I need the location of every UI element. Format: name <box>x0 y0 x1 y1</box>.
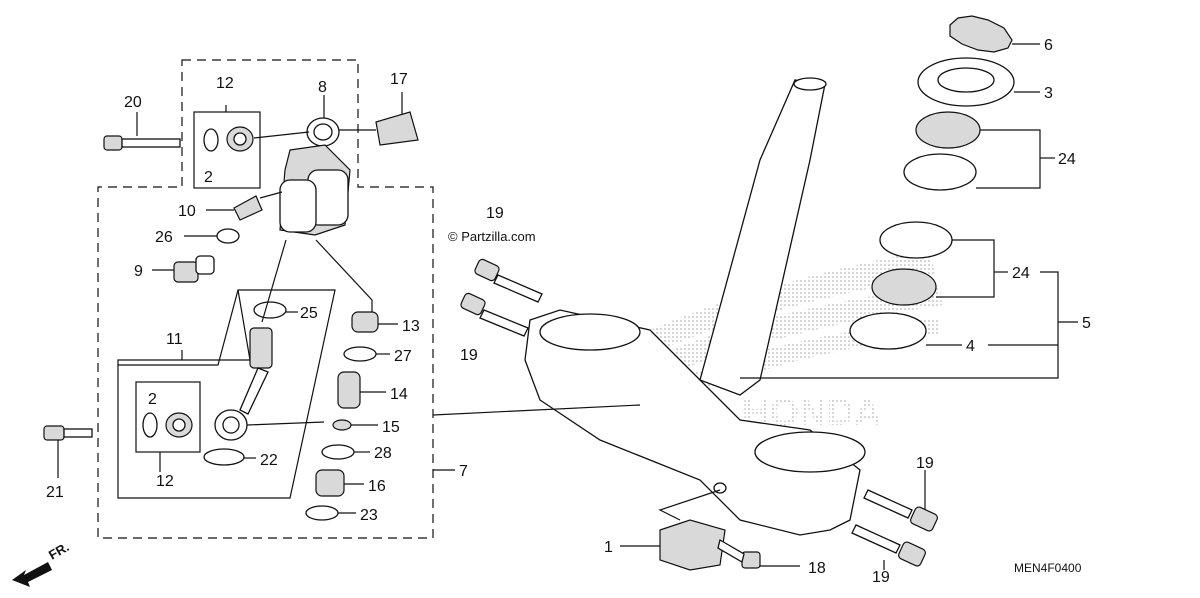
part-28-o-ring <box>321 444 355 460</box>
label-20: 20 <box>124 94 142 111</box>
label-7: 7 <box>459 463 468 480</box>
part-24-lower-bearing-race <box>871 268 937 306</box>
group-7-boundary <box>97 59 434 539</box>
label-5: 5 <box>1082 315 1091 332</box>
label-8: 8 <box>318 79 327 96</box>
label-26: 26 <box>155 229 173 246</box>
part-22-washer <box>203 448 245 466</box>
part-24-upper-bearing-cup <box>903 153 977 191</box>
part-2-circlip-lower <box>142 412 158 438</box>
steering-stem-assembly <box>524 77 866 536</box>
label-17: 17 <box>390 71 408 88</box>
group-12-top-box <box>193 111 261 189</box>
label-2-lower: 2 <box>148 391 157 408</box>
part-27-o-ring <box>343 346 377 362</box>
partzilla-watermark: © Partzilla.com <box>448 229 536 244</box>
part-24-lower-bearing-cup <box>879 221 953 259</box>
part-10-fitting <box>233 195 263 221</box>
part-20-bolt <box>103 135 181 151</box>
label-28: 28 <box>374 445 392 462</box>
part-19-bolt-a <box>474 258 543 303</box>
label-10: 10 <box>178 203 196 220</box>
part-11-damper-rod <box>214 327 273 441</box>
part-19-bolt-b <box>460 292 529 337</box>
label-14: 14 <box>390 386 408 403</box>
label-19-mid: 19 <box>460 347 478 364</box>
group-11-top-line <box>117 289 251 365</box>
label-12-lower: 12 <box>156 473 174 490</box>
part-15-washer <box>332 419 352 431</box>
label-23: 23 <box>360 507 378 524</box>
part-23-o-ring <box>305 505 339 521</box>
label-25: 25 <box>300 305 318 322</box>
part-14-spring <box>337 371 361 409</box>
label-9: 9 <box>134 263 143 280</box>
part-21-bolt <box>43 425 93 441</box>
diagram-code: MEN4F0400 <box>1014 561 1082 575</box>
part-6-lock-nut <box>949 15 1013 53</box>
part-1-clamp <box>659 519 726 571</box>
part-16-plug <box>315 469 345 497</box>
part-26-o-ring <box>216 228 240 244</box>
label-18: 18 <box>808 560 826 577</box>
label-2-upper: 2 <box>204 169 213 186</box>
label-21: 21 <box>46 484 64 501</box>
group-11-boundary <box>117 289 336 499</box>
front-arrow-label: FR. <box>46 539 72 562</box>
part-12-bearing-lower-bore <box>172 418 186 432</box>
label-6: 6 <box>1044 37 1053 54</box>
label-24-upper: 24 <box>1058 151 1076 168</box>
label-15: 15 <box>382 419 400 436</box>
part-24-upper-bearing-race <box>915 111 981 149</box>
label-24-lower: 24 <box>1012 265 1030 282</box>
part-8-damper-housing <box>279 117 351 236</box>
leader-lines <box>57 43 1078 570</box>
part-4-dust-seal <box>849 312 927 350</box>
label-27: 27 <box>394 348 412 365</box>
part-18-bolt <box>717 539 761 569</box>
label-11: 11 <box>166 331 183 348</box>
label-13: 13 <box>402 318 420 335</box>
group-12-bottom-box <box>135 381 201 453</box>
label-1: 1 <box>604 539 613 556</box>
label-4: 4 <box>966 338 975 355</box>
label-3: 3 <box>1044 85 1053 102</box>
part-19-bolt-d <box>851 524 926 567</box>
part-2-circlip-upper <box>203 128 219 152</box>
label-12-upper: 12 <box>216 75 234 92</box>
label-22: 22 <box>260 452 278 469</box>
front-direction-arrow: FR. <box>12 539 72 587</box>
part-19-bolt-c <box>863 489 938 532</box>
part-12-bearing-upper-bore <box>233 132 247 146</box>
part-9-valve <box>173 255 215 283</box>
label-19-right-upper: 19 <box>916 455 934 472</box>
part-13-cap <box>351 311 379 333</box>
label-19-right-lower: 19 <box>872 569 890 586</box>
label-19-top: 19 <box>486 205 504 222</box>
label-16: 16 <box>368 478 386 495</box>
part-25-o-ring <box>253 301 287 319</box>
part-3-dust-seal-bore <box>937 67 995 93</box>
part-17-boot <box>375 111 419 146</box>
